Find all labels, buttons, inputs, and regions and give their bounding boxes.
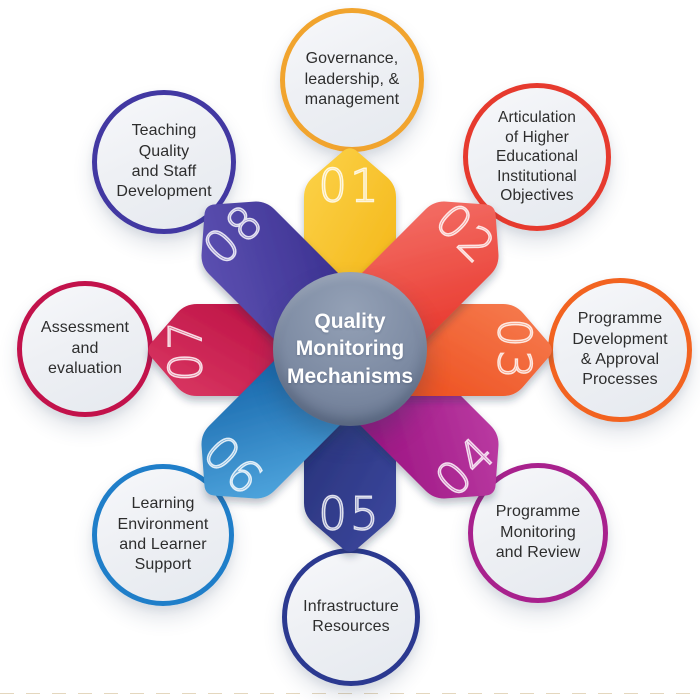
circle-articulation-objectives-label: Articulation of Higher Educational Insti… [495,109,579,205]
circle-teaching-quality: Teaching Quality and Staff Development [92,90,236,234]
circle-programme-monitoring: Programme Monitoring and Review [468,463,608,603]
petal-number-03: 03 [487,318,542,383]
circle-teaching-quality-label: Teaching Quality and Staff Development [116,122,212,201]
circle-programme-development-label: Programme Development & Approval Process… [572,310,668,389]
circle-governance: Governance, leadership, & management [280,8,424,152]
circle-governance-label: Governance, leadership, & management [304,50,400,109]
circle-articulation-objectives: Articulation of Higher Educational Insti… [463,83,611,231]
bottom-edge-artifact-line [0,693,700,694]
petal-number-07: 07 [159,318,214,383]
circle-learning-environment-label: Learning Environment and Learner Support [117,495,209,574]
circle-programme-development: Programme Development & Approval Process… [548,278,692,422]
center-hub: Quality Monitoring Mechanisms [273,272,427,426]
circle-infrastructure-resources-label: Infrastructure Resources [303,597,399,635]
circle-programme-monitoring-label: Programme Monitoring and Review [495,503,581,562]
circle-assessment-evaluation-label: Assessment and evaluation [40,319,130,378]
petal-number-05: 05 [318,487,382,542]
petal-number-01: 01 [318,159,382,214]
center-hub-label: Quality Monitoring Mechanisms [286,310,414,388]
